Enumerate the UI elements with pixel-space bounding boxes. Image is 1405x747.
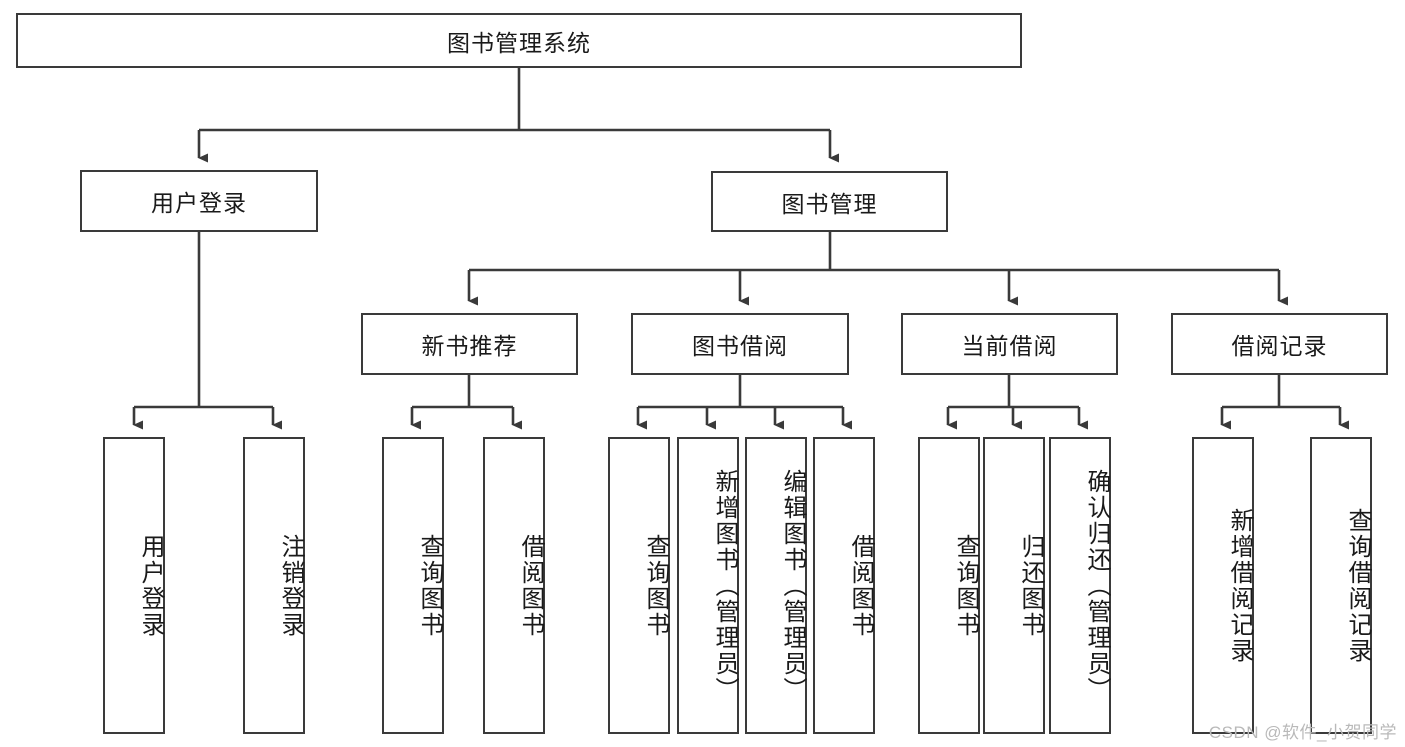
node-root-system[interactable]: 图书管理系统 xyxy=(16,13,1022,68)
leaf-label: 用户登录 xyxy=(137,533,164,638)
leaf-borrow-record-add[interactable]: 新增借阅记录 xyxy=(1192,437,1254,734)
leaf-label: 注销登录 xyxy=(277,533,304,638)
leaf-label: 确认归还（管理员） xyxy=(1083,468,1110,703)
leaf-label: 借阅图书 xyxy=(517,533,544,638)
leaf-book-borrow-edit[interactable]: 编辑图书（管理员） xyxy=(745,437,807,734)
leaf-label: 归还图书 xyxy=(1017,533,1044,638)
leaf-book-borrow-query[interactable]: 查询图书 xyxy=(608,437,670,734)
leaf-label: 查询图书 xyxy=(952,533,979,638)
leaf-label: 查询图书 xyxy=(416,533,443,638)
node-borrow-record[interactable]: 借阅记录 xyxy=(1171,313,1388,375)
leaf-current-borrow-return[interactable]: 归还图书 xyxy=(983,437,1045,734)
leaf-book-borrow-add[interactable]: 新增图书（管理员） xyxy=(677,437,739,734)
leaf-user-login-login[interactable]: 用户登录 xyxy=(103,437,165,734)
leaf-label: 编辑图书（管理员） xyxy=(779,468,806,703)
leaf-label: 查询借阅记录 xyxy=(1344,507,1371,664)
leaf-new-book-query[interactable]: 查询图书 xyxy=(382,437,444,734)
leaf-user-login-logout[interactable]: 注销登录 xyxy=(243,437,305,734)
node-book-management[interactable]: 图书管理 xyxy=(711,171,948,232)
leaf-label: 新增图书（管理员） xyxy=(711,468,738,703)
leaf-label: 查询图书 xyxy=(642,533,669,638)
leaf-current-borrow-confirm-return[interactable]: 确认归还（管理员） xyxy=(1049,437,1111,734)
node-current-borrow[interactable]: 当前借阅 xyxy=(901,313,1118,375)
node-new-book-recommend[interactable]: 新书推荐 xyxy=(361,313,578,375)
leaf-borrow-record-query[interactable]: 查询借阅记录 xyxy=(1310,437,1372,734)
node-book-borrow[interactable]: 图书借阅 xyxy=(631,313,849,375)
leaf-label: 借阅图书 xyxy=(847,533,874,638)
leaf-current-borrow-query[interactable]: 查询图书 xyxy=(918,437,980,734)
leaf-book-borrow-borrow[interactable]: 借阅图书 xyxy=(813,437,875,734)
leaf-label: 新增借阅记录 xyxy=(1226,507,1253,664)
csdn-watermark: CSDN @软件_小贺同学 xyxy=(1208,723,1397,742)
node-user-login[interactable]: 用户登录 xyxy=(80,170,318,232)
leaf-new-book-borrow[interactable]: 借阅图书 xyxy=(483,437,545,734)
